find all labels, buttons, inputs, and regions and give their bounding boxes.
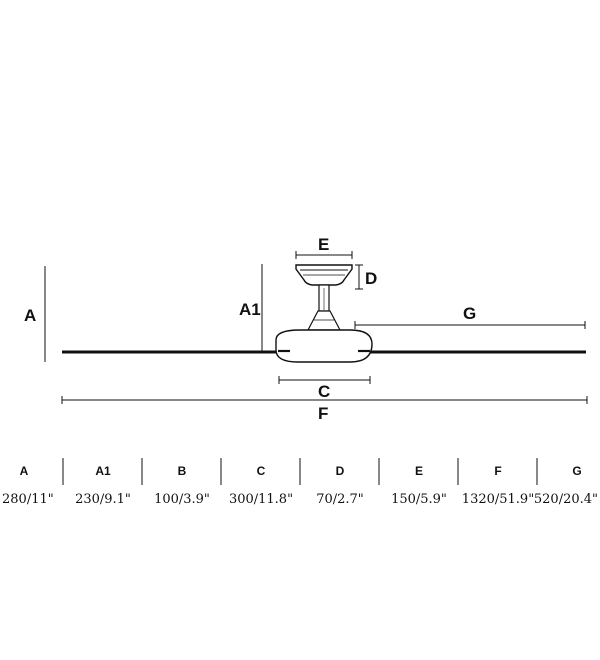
- table-value-A1: 230/9.1": [75, 492, 131, 507]
- dim-label-D: D: [365, 269, 377, 288]
- dimension-lines: [44, 251, 588, 404]
- dimensions-table: A A1 B C D E F G 280/11" 230/9.1" 100/3.…: [2, 458, 598, 507]
- fan-motor-neck: [307, 310, 341, 331]
- table-value-D: 70/2.7": [316, 492, 364, 507]
- table-header-A1: A1: [95, 464, 111, 478]
- fan-motor-body: [275, 329, 373, 363]
- table-value-B: 100/3.9": [154, 492, 210, 507]
- table-value-E: 150/5.9": [391, 492, 447, 507]
- table-value-F: 1320/51.9": [462, 492, 534, 507]
- dim-label-A1: A1: [239, 300, 261, 319]
- dim-label-F: F: [318, 404, 328, 423]
- table-value-C: 300/11.8": [229, 492, 293, 507]
- table-header-E: E: [415, 464, 423, 478]
- fan-illustration: [62, 264, 586, 363]
- table-header-B: B: [178, 464, 187, 478]
- table-value-G: 520/20.4": [534, 492, 598, 507]
- table-header-D: D: [336, 464, 345, 478]
- dim-label-G: G: [463, 304, 476, 323]
- table-header-F: F: [494, 464, 501, 478]
- table-value-A: 280/11": [2, 492, 54, 507]
- table-header-G: G: [572, 464, 581, 478]
- table-header-A: A: [20, 464, 29, 478]
- dim-label-E: E: [318, 235, 329, 254]
- dim-label-C: C: [318, 382, 330, 401]
- dim-label-A: A: [24, 306, 36, 325]
- table-header-C: C: [257, 464, 266, 478]
- dimension-labels: A A1 E D G C F: [24, 235, 476, 423]
